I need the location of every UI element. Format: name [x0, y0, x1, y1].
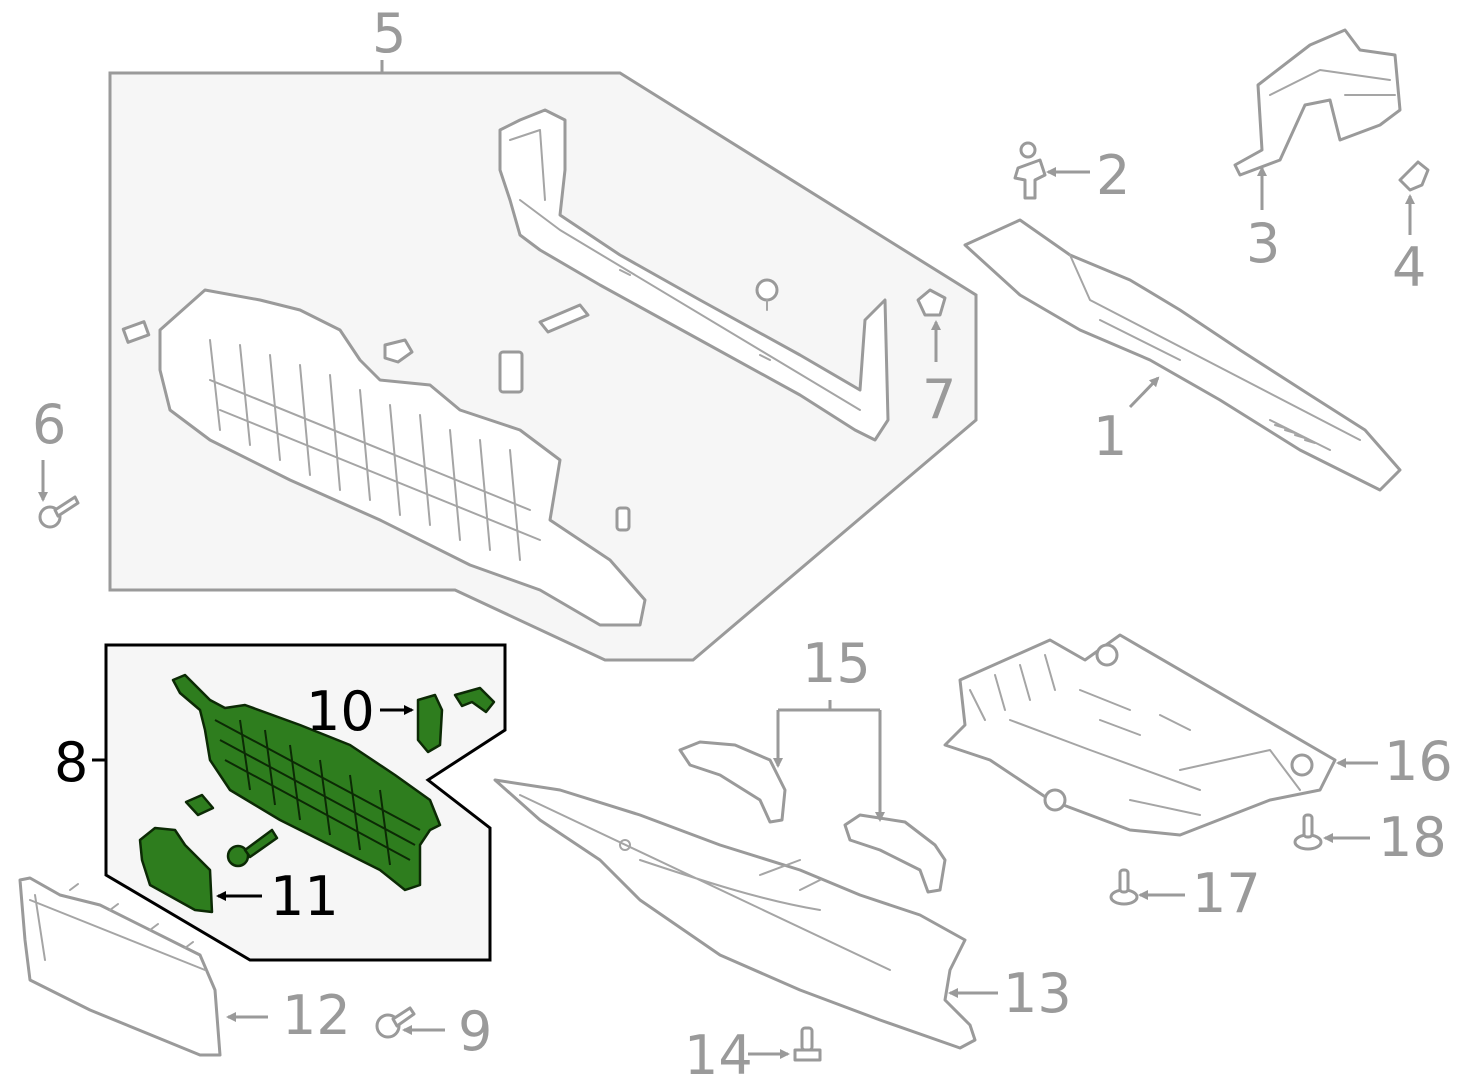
part-1-air-deflector	[963, 218, 1402, 492]
callout-11: 11	[270, 865, 339, 928]
shutter-assembly-part	[121, 288, 647, 627]
group-5-outline	[108, 60, 978, 662]
part-6-bolt	[38, 460, 80, 529]
callout-12: 12	[282, 984, 351, 1047]
callout-7: 7	[922, 368, 956, 431]
part-13-lower-deflector	[493, 778, 998, 1050]
part-8-grille-shutter-highlighted	[138, 673, 496, 914]
callout-13: 13	[1003, 962, 1072, 1025]
part-15-brackets	[678, 700, 947, 894]
callout-18: 18	[1378, 806, 1447, 869]
part-3-bracket	[1233, 28, 1402, 210]
part-16-splash-shield	[943, 633, 1378, 837]
callout-2: 2	[1096, 144, 1130, 207]
callout-5: 5	[372, 2, 406, 65]
callout-1: 1	[1093, 405, 1127, 468]
callout-9: 9	[458, 1000, 492, 1063]
callout-16: 16	[1384, 730, 1453, 793]
part-14-push-pin	[748, 1026, 822, 1062]
part-2-push-pin	[1013, 141, 1090, 200]
part-4-push-pin	[1398, 160, 1430, 235]
callout-8: 8	[54, 731, 88, 794]
callout-4: 4	[1392, 236, 1426, 299]
callout-6: 6	[32, 393, 66, 456]
callout-3: 3	[1246, 212, 1280, 275]
callout-15: 15	[802, 632, 871, 695]
part-18-push-pin	[1293, 813, 1370, 851]
callout-14: 14	[684, 1024, 753, 1087]
part-17-push-pin	[1109, 868, 1185, 906]
part-9-bolt	[375, 1006, 445, 1039]
part-7-push-pin	[916, 288, 947, 362]
callout-17: 17	[1192, 862, 1261, 925]
part-12-panel	[18, 876, 268, 1057]
radiator-support-upper-part	[498, 108, 890, 442]
callout-10: 10	[306, 680, 375, 743]
